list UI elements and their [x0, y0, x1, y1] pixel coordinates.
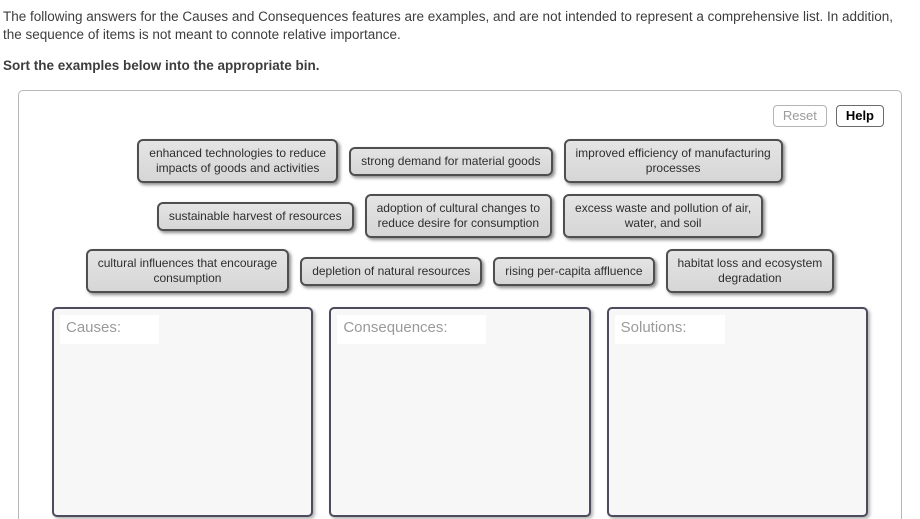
chip-row-3: cultural influences that encourage consu…	[19, 249, 901, 293]
chip-enhanced-technologies[interactable]: enhanced technologies to reduce impacts …	[137, 139, 339, 183]
chip-adoption-cultural-changes[interactable]: adoption of cultural changes to reduce d…	[364, 194, 553, 238]
chip-row-2: sustainable harvest of resources adoptio…	[19, 194, 901, 238]
chip-habitat-loss[interactable]: habitat loss and ecosystem degradation	[665, 249, 835, 293]
sorting-panel: Reset Help enhanced technologies to redu…	[18, 90, 902, 519]
bin-causes-label: Causes:	[60, 315, 160, 344]
chip-depletion-resources[interactable]: depletion of natural resources	[300, 256, 483, 286]
chip-rising-affluence[interactable]: rising per-capita affluence	[493, 256, 655, 286]
chip-sustainable-harvest[interactable]: sustainable harvest of resources	[156, 201, 354, 231]
bin-solutions[interactable]: Solutions:	[606, 307, 868, 517]
bin-consequences[interactable]: Consequences:	[329, 307, 591, 517]
bin-consequences-label: Consequences:	[337, 315, 486, 344]
help-button[interactable]: Help	[835, 105, 884, 127]
intro-text: The following answers for the Causes and…	[3, 9, 894, 42]
reset-button[interactable]: Reset	[772, 105, 827, 127]
bin-solutions-label: Solutions:	[614, 315, 725, 344]
chip-improved-efficiency[interactable]: improved efficiency of manufacturing pro…	[563, 139, 783, 183]
chip-cultural-influences[interactable]: cultural influences that encourage consu…	[85, 249, 290, 293]
bin-area: Causes: Consequences: Solutions:	[52, 307, 868, 517]
chip-excess-waste[interactable]: excess waste and pollution of air, water…	[563, 194, 764, 238]
instruction-text: Sort the examples below into the appropr…	[3, 58, 320, 73]
bin-causes[interactable]: Causes:	[52, 307, 314, 517]
toolbar: Reset Help	[19, 91, 901, 127]
chip-strong-demand[interactable]: strong demand for material goods	[349, 146, 553, 176]
chip-row-1: enhanced technologies to reduce impacts …	[19, 139, 901, 183]
chip-area: enhanced technologies to reduce impacts …	[19, 139, 901, 293]
